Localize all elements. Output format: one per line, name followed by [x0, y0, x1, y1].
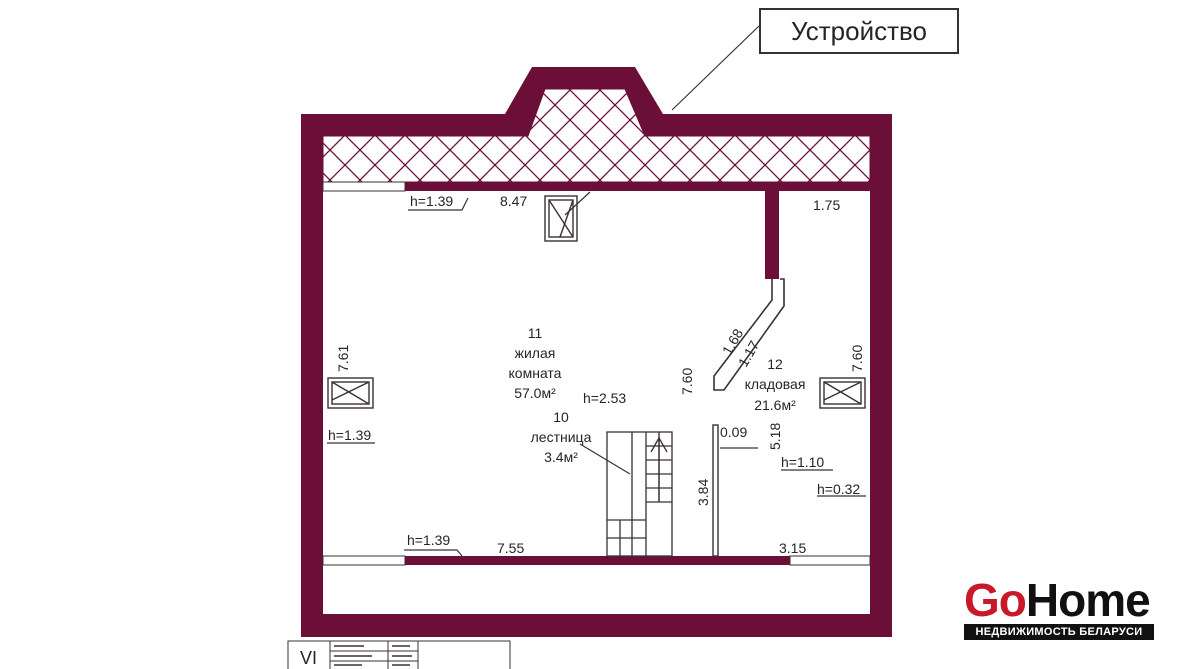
svg-text:жилая: жилая	[515, 345, 556, 361]
dim-storage-height-1: h=1.10	[781, 454, 824, 470]
logo-go: Go	[964, 574, 1027, 626]
legend-block	[287, 640, 511, 669]
dim-living-height: h=2.53	[583, 390, 626, 406]
dim-bottom-left-height: h=1.39	[407, 532, 450, 548]
window-left	[327, 377, 374, 409]
bottom-inner-wall	[405, 556, 790, 565]
partition-wall-dark	[765, 191, 779, 279]
svg-text:12: 12	[767, 356, 783, 372]
room-storage: 12 кладовая 21.6м²	[745, 356, 806, 413]
svg-text:57.0м²: 57.0м²	[514, 385, 556, 401]
staircase	[606, 431, 673, 557]
dim-left-height: h=1.39	[328, 427, 371, 443]
dim-stair-side: 3.84	[695, 479, 711, 506]
window-right	[819, 377, 866, 409]
top-inner-wall	[405, 182, 870, 191]
svg-text:21.6м²: 21.6м²	[754, 397, 796, 413]
callout-leader	[671, 25, 760, 111]
svg-text:комната: комната	[509, 365, 562, 381]
outer-wall	[301, 67, 892, 637]
device-hatch-zone	[322, 88, 871, 183]
legend-fine-print	[334, 645, 412, 666]
svg-text:кладовая: кладовая	[745, 376, 806, 392]
dim-bottom-wall: 7.55	[497, 540, 524, 556]
dim-storage-height-2: h=0.32	[817, 481, 860, 497]
partition-wall-thin	[712, 424, 719, 557]
svg-text:лестница: лестница	[531, 429, 592, 445]
dim-bottom-right: 3.15	[779, 540, 806, 556]
dim-top-left-height: h=1.39	[410, 193, 453, 209]
legend-roman: VI	[300, 648, 317, 668]
window-top	[544, 195, 578, 242]
diagonal-wall	[713, 278, 785, 391]
svg-text:10: 10	[553, 409, 569, 425]
logo-subtitle: НЕДВИЖИМОСТЬ БЕЛАРУСИ	[964, 624, 1154, 640]
dim-top-wall: 8.47	[500, 193, 527, 209]
dim-left-wall: 7.61	[335, 345, 351, 372]
room-stairs: 10 лестница 3.4м²	[531, 409, 592, 465]
dim-storage-width: 5.18	[767, 423, 783, 450]
gohome-logo: GoHome НЕДВИЖИМОСТЬ БЕЛАРУСИ	[964, 576, 1154, 642]
dim-top-right: 1.75	[813, 197, 840, 213]
svg-text:3.4м²: 3.4м²	[544, 449, 578, 465]
dim-partition-gap: 0.09	[720, 424, 747, 440]
svg-text:11: 11	[528, 325, 543, 341]
device-callout: Устройство	[759, 8, 959, 54]
room-living: 11 жилая комната 57.0м²	[509, 325, 562, 401]
dim-right-wall: 7.60	[849, 345, 865, 372]
dim-partition-wall: 7.60	[679, 368, 695, 395]
logo-home: Home	[1025, 574, 1151, 626]
